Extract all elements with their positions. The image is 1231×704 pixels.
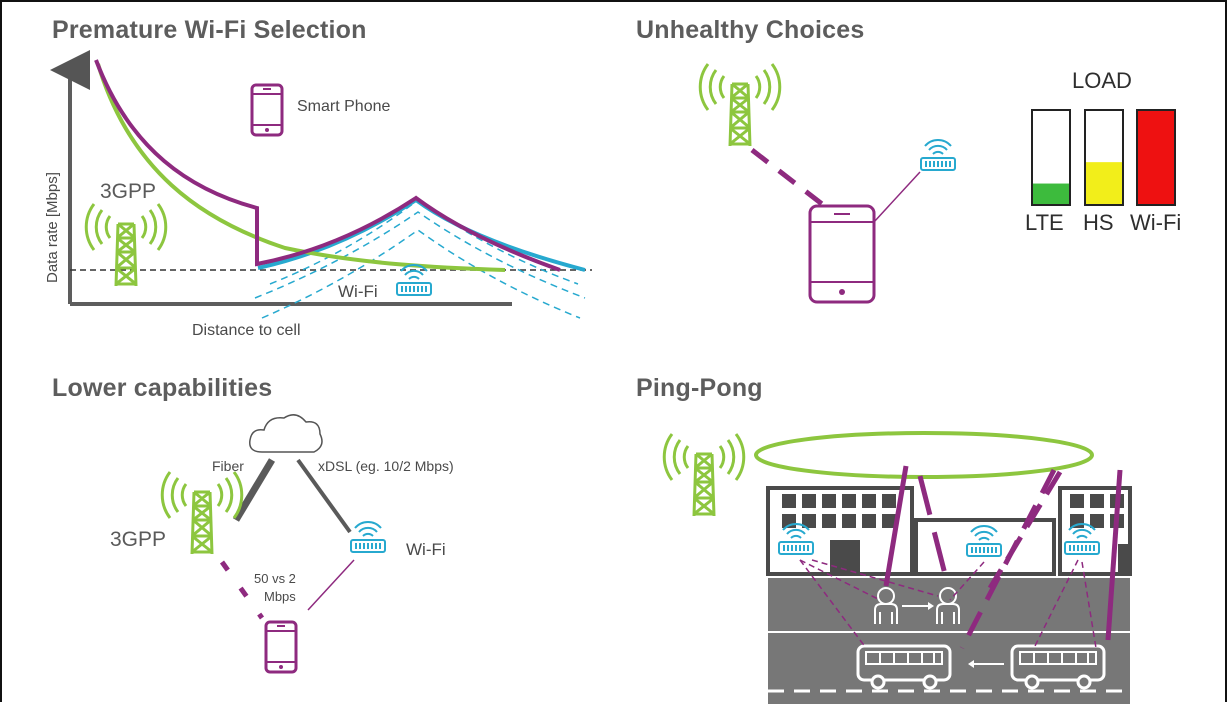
cell-tower-icon: [662, 432, 746, 518]
wifi-access-point-icon: [920, 138, 956, 171]
load-bar-label-hs: HS: [1083, 210, 1114, 235]
smart-phone-icon: [264, 620, 298, 674]
fiber-label: Fiber: [212, 458, 244, 474]
panel-title-premature: Premature Wi-Fi Selection: [52, 16, 367, 44]
wifi-coverage-curve: [261, 229, 581, 319]
arrow-head: [928, 602, 934, 610]
cloud-icon: [249, 414, 323, 453]
wifi-label-lower: Wi-Fi: [406, 540, 446, 559]
cell-tower-icon: [84, 202, 168, 288]
panel-title-unhealthy: Unhealthy Choices: [636, 16, 865, 44]
cell-tower-icon: [698, 62, 782, 148]
building-windows: [782, 494, 1130, 574]
building: [766, 486, 914, 576]
cellular-link: [750, 148, 824, 206]
cellular-link: [219, 560, 265, 620]
wifi-link: [307, 559, 355, 611]
tower-label-3gpp-lower: 3GPP: [110, 528, 167, 551]
unhealthy-panel: [698, 62, 1176, 304]
speed-label-line1: 50 vs 2: [254, 571, 296, 586]
cellular-links: [883, 465, 1123, 650]
wifi-label: Wi-Fi: [338, 282, 378, 301]
wifi-links: [799, 559, 1097, 649]
cellular-rate-curve: [96, 63, 506, 272]
x-axis-label: Distance to cell: [192, 322, 301, 339]
arrow-head: [968, 660, 974, 668]
load-title: LOAD: [1072, 68, 1132, 93]
load-bar-fill-lte: [1033, 183, 1069, 204]
cell-coverage-ellipse: [754, 431, 1094, 479]
load-bars: [1031, 109, 1176, 206]
smart-phone-icon: [808, 204, 876, 304]
panel-title-lower: Lower capabilities: [52, 374, 273, 402]
lower-panel: [160, 414, 386, 674]
xdsl-label: xDSL (eg. 10/2 Mbps): [318, 458, 454, 474]
load-bar-fill-wifi: [1138, 111, 1174, 204]
panel-title-pingpong: Ping-Pong: [636, 374, 763, 402]
load-bar-fill-hs: [1086, 162, 1122, 204]
wifi-link: [873, 171, 921, 223]
fiber-link: [232, 458, 276, 522]
road: [768, 578, 1130, 704]
speed-label-line2: Mbps: [264, 589, 296, 604]
wifi-access-point-icon: [350, 520, 386, 553]
cell-tower-icon: [160, 470, 244, 556]
smart-phone-label: Smart Phone: [297, 98, 391, 115]
pingpong-panel: [662, 431, 1132, 704]
wifi-coverage-curve: [254, 211, 586, 299]
smart-phone-icon: [250, 83, 284, 137]
tower-label-3gpp: 3GPP: [100, 180, 157, 203]
premature-chart: [50, 50, 592, 319]
selected-rate-curve: [94, 59, 561, 272]
load-bar-label-lte: LTE: [1025, 210, 1064, 235]
xdsl-link: [296, 458, 352, 534]
load-bar-label-wifi: Wi-Fi: [1130, 210, 1182, 235]
